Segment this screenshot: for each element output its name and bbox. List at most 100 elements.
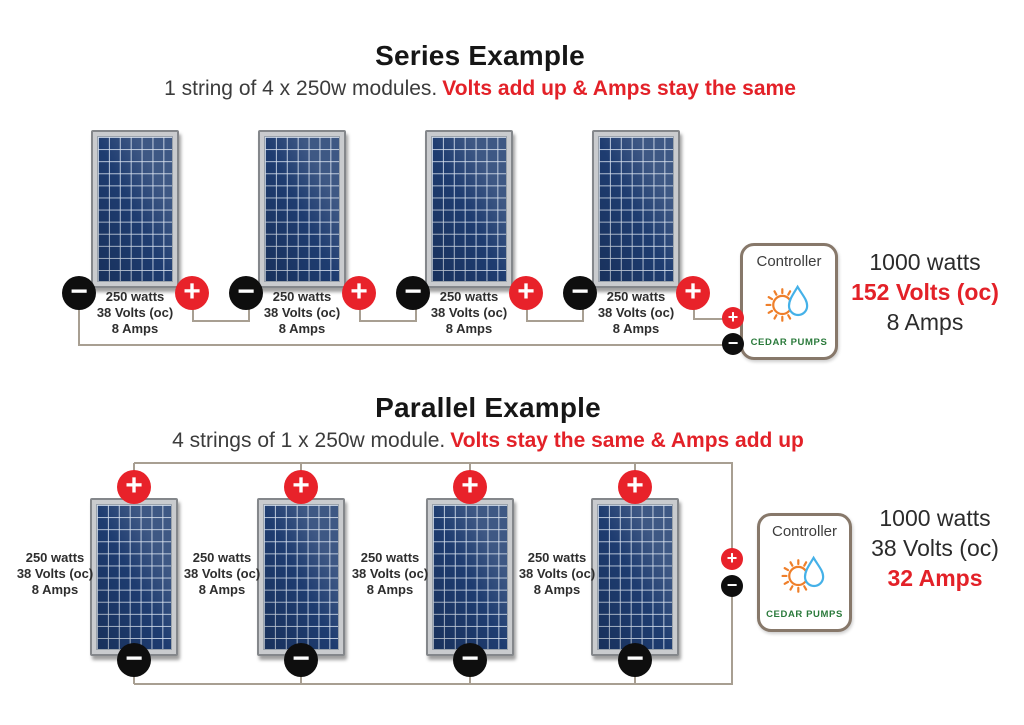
plus-icon: + <box>726 548 738 568</box>
minus-terminal: − <box>229 276 263 310</box>
panel-watts: 250 watts <box>192 550 252 565</box>
controller-box: Controller CEDAR PUMPS <box>757 513 852 632</box>
wire-minus-stub-3 <box>469 675 471 684</box>
plus-icon: + <box>461 469 479 502</box>
plus-icon: + <box>292 469 310 502</box>
panel-spec-label-6: 250 watts 38 Volts (oc) 8 Amps <box>162 550 282 598</box>
panel-spec-label-8: 250 watts 38 Volts (oc) 8 Amps <box>497 550 617 598</box>
minus-icon: − <box>70 275 88 308</box>
solar-cells <box>431 136 507 282</box>
controller-label: Controller <box>771 523 838 540</box>
wire-minus-stub-2 <box>300 675 302 684</box>
minus-terminal: − <box>563 276 597 310</box>
wire-minus-stub-4 <box>634 675 636 684</box>
plus-icon: + <box>727 307 739 327</box>
panel-watts: 250 watts <box>272 289 332 304</box>
panel-volts: 38 Volts (oc) <box>597 305 675 320</box>
plus-icon: + <box>183 275 201 308</box>
minus-terminal: − <box>453 643 487 677</box>
panel-amps: 8 Amps <box>366 582 414 597</box>
panel-volts: 38 Volts (oc) <box>351 566 429 581</box>
solar-panel-4 <box>592 130 680 288</box>
solar-panel-3 <box>425 130 513 288</box>
plus-icon: + <box>350 275 368 308</box>
solar-panel-2 <box>258 130 346 288</box>
parallel-subtitle: 4 strings of 1 x 250w module.Volts stay … <box>8 429 968 453</box>
minus-icon: − <box>727 333 739 353</box>
water-drop-icon <box>787 284 809 316</box>
series-header: Series Example 1 string of 4 x 250w modu… <box>0 40 960 101</box>
cedar-pumps-logo <box>780 555 824 593</box>
plus-terminal: + <box>676 276 710 310</box>
total-amps: 32 Amps <box>887 565 983 591</box>
parallel-subtitle-highlight: Volts stay the same & Amps add up <box>450 428 804 452</box>
plus-icon: + <box>517 275 535 308</box>
wire-plus-to-controller <box>693 306 735 320</box>
solar-panel-8 <box>591 498 679 656</box>
wire-series-link-3 <box>526 306 584 322</box>
parallel-header: Parallel Example 4 strings of 1 x 250w m… <box>8 392 968 453</box>
solar-panel-1 <box>91 130 179 288</box>
parallel-subtitle-plain: 4 strings of 1 x 250w module. <box>172 428 446 452</box>
water-drop-icon <box>803 555 824 587</box>
wire-bottom-bus <box>134 683 733 685</box>
minus-terminal: − <box>284 643 318 677</box>
series-subtitle: 1 string of 4 x 250w modules.Volts add u… <box>0 77 960 101</box>
panel-amps: 8 Amps <box>612 321 660 336</box>
controller-minus-terminal: − <box>722 333 744 355</box>
plus-icon: + <box>125 469 143 502</box>
minus-icon: − <box>292 642 310 675</box>
panel-watts: 250 watts <box>360 550 420 565</box>
minus-icon: − <box>626 642 644 675</box>
minus-terminal: − <box>62 276 96 310</box>
wire-plus-stub-3 <box>469 463 471 473</box>
series-subtitle-highlight: Volts add up & Amps stay the same <box>442 76 796 100</box>
panel-spec-label-5: 250 watts 38 Volts (oc) 8 Amps <box>0 550 115 598</box>
wire-bottom-bus-riser <box>731 597 733 685</box>
wire-minus-to-controller <box>78 308 735 346</box>
wire-plus-stub-1 <box>133 463 135 473</box>
wire-top-bus-drop <box>731 463 733 549</box>
solar-panel-6 <box>257 498 345 656</box>
series-title: Series Example <box>375 40 585 71</box>
minus-terminal: − <box>618 643 652 677</box>
panel-amps: 8 Amps <box>278 321 326 336</box>
panel-spec-label-3: 250 watts 38 Volts (oc) 8 Amps <box>409 289 529 337</box>
wire-minus-stub-1 <box>133 675 135 684</box>
panel-watts: 250 watts <box>439 289 499 304</box>
controller-plus-terminal: + <box>722 307 744 329</box>
brand-name: CEDAR PUMPS <box>750 337 828 348</box>
total-watts: 1000 watts <box>879 505 991 531</box>
panel-volts: 38 Volts (oc) <box>96 305 174 320</box>
plus-terminal: + <box>453 470 487 504</box>
series-output-totals: 1000 watts 152 Volts (oc) 8 Amps <box>825 247 1024 337</box>
minus-terminal: − <box>117 643 151 677</box>
plus-terminal: + <box>509 276 543 310</box>
plus-terminal: + <box>618 470 652 504</box>
panel-volts: 38 Volts (oc) <box>183 566 261 581</box>
total-volts: 38 Volts (oc) <box>871 535 999 561</box>
panel-volts: 38 Volts (oc) <box>16 566 94 581</box>
panel-watts: 250 watts <box>606 289 666 304</box>
solar-cells <box>597 504 673 650</box>
wire-plus-stub-2 <box>300 463 302 473</box>
panel-spec-label-4: 250 watts 38 Volts (oc) 8 Amps <box>576 289 696 337</box>
solar-cells <box>97 136 173 282</box>
plus-icon: + <box>684 275 702 308</box>
minus-icon: − <box>404 275 422 308</box>
panel-volts: 38 Volts (oc) <box>518 566 596 581</box>
plus-terminal: + <box>284 470 318 504</box>
plus-terminal: + <box>117 470 151 504</box>
cedar-pumps-logo <box>765 284 809 322</box>
panel-amps: 8 Amps <box>198 582 246 597</box>
panel-spec-label-7: 250 watts 38 Volts (oc) 8 Amps <box>330 550 450 598</box>
brand-name: CEDAR PUMPS <box>766 609 843 620</box>
wire-series-link-2 <box>359 306 417 322</box>
parallel-output-totals: 1000 watts 38 Volts (oc) 32 Amps <box>835 503 1024 593</box>
panel-volts: 38 Volts (oc) <box>430 305 508 320</box>
solar-panel-5 <box>90 498 178 656</box>
panel-watts: 250 watts <box>105 289 165 304</box>
controller-label: Controller <box>756 253 822 270</box>
panel-amps: 8 Amps <box>111 321 159 336</box>
